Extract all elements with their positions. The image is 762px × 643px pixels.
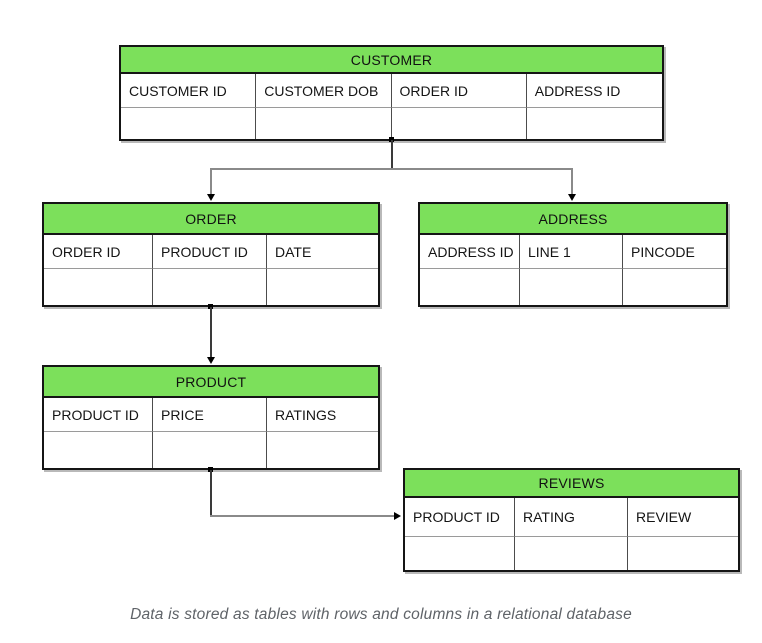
figure-caption: Data is stored as tables with rows and c… <box>130 606 632 623</box>
column-header-address-id: ADDRESS ID <box>420 235 520 269</box>
column-header-order-id: ORDER ID <box>44 235 153 269</box>
connector-customer-branch <box>210 168 573 170</box>
column-header-product-id: PRODUCT ID <box>44 398 153 432</box>
empty-cell <box>44 269 153 305</box>
empty-cell <box>44 432 153 468</box>
empty-cell <box>267 432 378 468</box>
table-order-title: ORDER <box>44 204 378 235</box>
empty-cell <box>153 269 267 305</box>
column-header-pincode: PINCODE <box>623 235 726 269</box>
table-customer-title: CUSTOMER <box>121 47 662 74</box>
table-reviews: REVIEWS PRODUCT ID RATING REVIEW <box>403 468 740 572</box>
connector-product-stem <box>210 470 212 516</box>
arrow-down-icon <box>568 194 576 201</box>
empty-cell <box>153 432 267 468</box>
table-customer-grid: CUSTOMER ID CUSTOMER DOB ORDER ID ADDRES… <box>121 74 662 139</box>
table-address-grid: ADDRESS ID LINE 1 PINCODE <box>420 235 726 305</box>
column-header-address-id: ADDRESS ID <box>526 74 662 108</box>
column-header-product-id: PRODUCT ID <box>405 498 515 537</box>
column-header-price: PRICE <box>153 398 267 432</box>
arrow-down-icon <box>207 194 215 201</box>
arrow-down-icon <box>207 357 215 364</box>
empty-cell <box>267 269 378 305</box>
empty-cell <box>392 108 527 139</box>
table-customer: CUSTOMER CUSTOMER ID CUSTOMER DOB ORDER … <box>119 45 664 141</box>
column-header-product-id: PRODUCT ID <box>153 235 267 269</box>
connector-order-product <box>210 307 212 359</box>
table-product-grid: PRODUCT ID PRICE RATINGS <box>44 398 378 468</box>
column-header-customer-dob: CUSTOMER DOB <box>256 74 392 108</box>
empty-cell <box>515 537 628 570</box>
empty-cell <box>520 269 623 305</box>
table-address-title: ADDRESS <box>420 204 726 235</box>
column-header-order-id: ORDER ID <box>391 74 527 108</box>
column-header-rating: RATING <box>515 498 628 537</box>
table-address: ADDRESS ADDRESS ID LINE 1 PINCODE <box>418 202 728 307</box>
connector-origin-dot <box>389 137 394 142</box>
empty-cell <box>527 108 662 139</box>
table-order: ORDER ORDER ID PRODUCT ID DATE <box>42 202 380 307</box>
empty-cell <box>405 537 515 570</box>
table-reviews-title: REVIEWS <box>405 470 738 498</box>
connector-origin-dot <box>208 467 213 472</box>
table-product: PRODUCT PRODUCT ID PRICE RATINGS <box>42 365 380 470</box>
column-header-date: DATE <box>267 235 378 269</box>
connector-customer-order <box>210 168 212 196</box>
connector-customer-address <box>571 168 573 196</box>
column-header-customer-id: CUSTOMER ID <box>121 74 257 108</box>
table-reviews-grid: PRODUCT ID RATING REVIEW <box>405 498 738 570</box>
column-header-line-1: LINE 1 <box>520 235 623 269</box>
table-order-grid: ORDER ID PRODUCT ID DATE <box>44 235 378 305</box>
empty-cell <box>628 537 738 570</box>
connector-origin-dot <box>208 304 213 309</box>
empty-cell <box>420 269 520 305</box>
empty-cell <box>256 108 392 139</box>
empty-cell <box>623 269 726 305</box>
column-header-ratings: RATINGS <box>267 398 378 432</box>
connector-customer-stem <box>391 140 393 169</box>
table-product-title: PRODUCT <box>44 367 378 398</box>
connector-product-reviews <box>210 515 396 517</box>
empty-cell <box>121 108 257 139</box>
column-header-review: REVIEW <box>628 498 738 537</box>
arrow-right-icon <box>394 512 401 520</box>
